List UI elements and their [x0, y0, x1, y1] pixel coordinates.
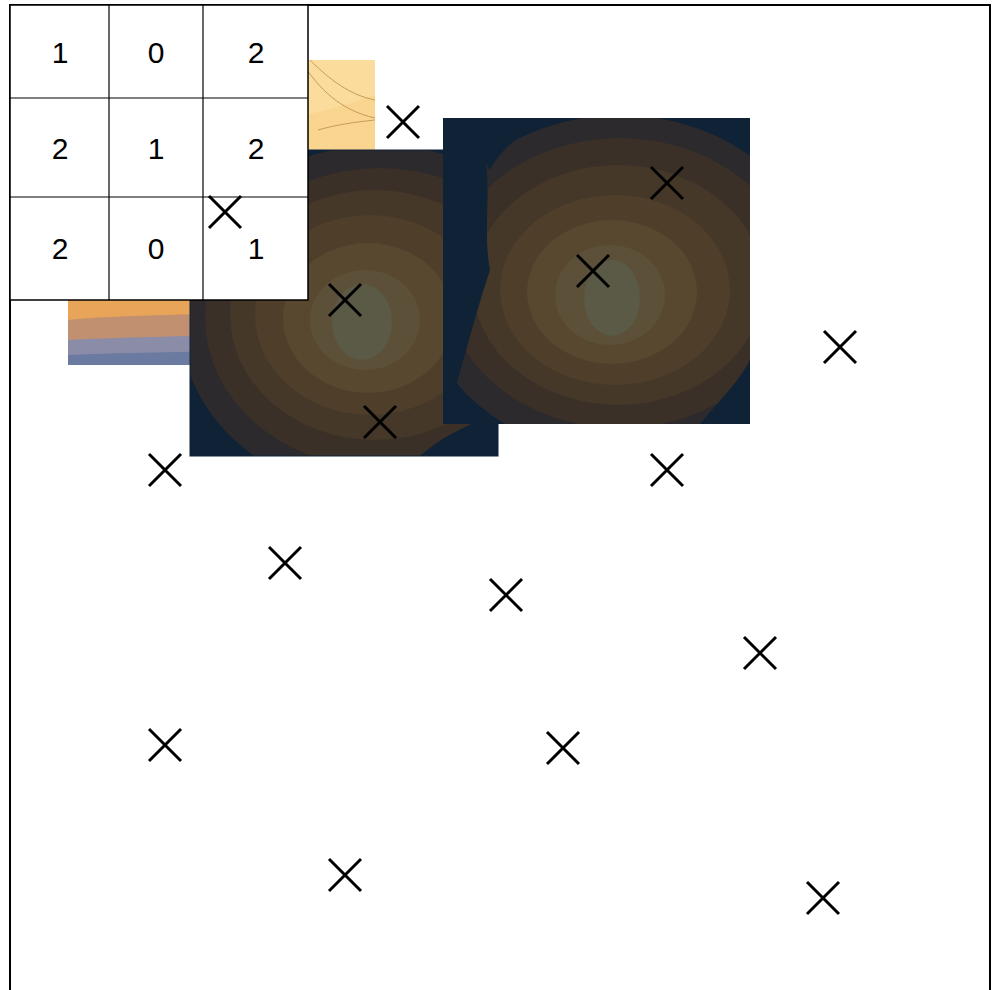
cross-marker: [824, 331, 856, 363]
kernel-value: 2: [52, 134, 69, 164]
cross-marker: [364, 406, 396, 438]
cross-marker: [209, 196, 241, 228]
cross-marker: [651, 167, 683, 199]
cross-marker: [269, 547, 301, 579]
kernel-value: 1: [52, 38, 69, 68]
cross-marker: [329, 859, 361, 891]
cross-marker: [651, 454, 683, 486]
cross-marker: [387, 106, 419, 138]
cross-marker: [577, 255, 609, 287]
cross-marker: [149, 729, 181, 761]
kernel-value: 2: [248, 38, 265, 68]
kernel-value: 1: [248, 234, 265, 264]
kernel-value: 0: [148, 234, 165, 264]
cross-marker: [490, 579, 522, 611]
sample-markers: [149, 106, 856, 914]
cross-marker: [149, 454, 181, 486]
kernel-value: 2: [52, 234, 69, 264]
cross-marker: [807, 882, 839, 914]
cross-marker: [547, 732, 579, 764]
contour-map-dark: [443, 118, 750, 424]
kernel-grid: [10, 5, 308, 300]
cross-marker: [744, 637, 776, 669]
kernel-value: 1: [148, 134, 165, 164]
outer-frame: [10, 5, 990, 990]
kernel-value: 2: [248, 134, 265, 164]
cross-marker: [329, 284, 361, 316]
kernel-value: 0: [148, 38, 165, 68]
